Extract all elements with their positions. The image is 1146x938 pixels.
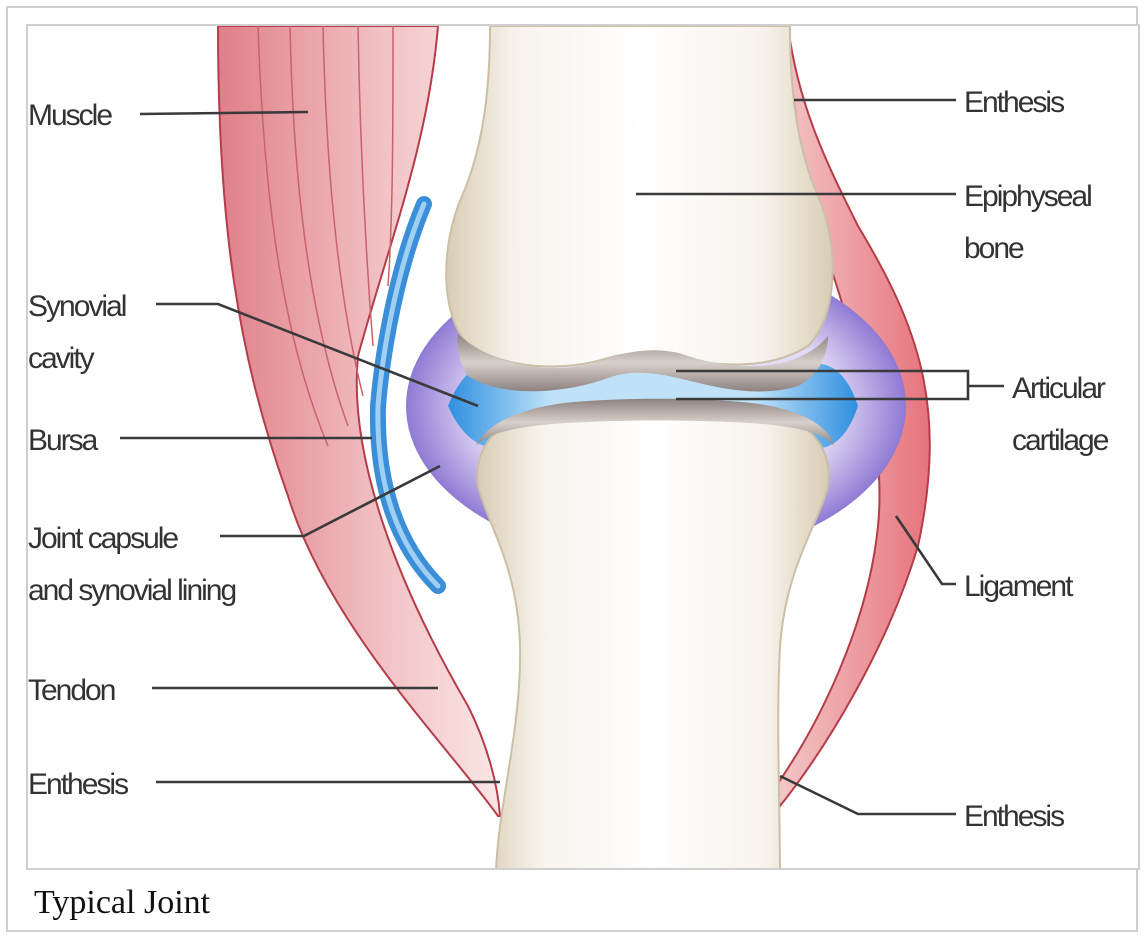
label-synovial-line2: cavity [28, 342, 95, 375]
label-enthesis-left: Enthesis [28, 768, 128, 801]
label-muscle: Muscle [28, 99, 112, 132]
label-epiphyseal-line2: bone [964, 232, 1024, 265]
upper-bone-shape [446, 26, 833, 366]
label-bursa: Bursa [28, 424, 99, 457]
figure-frame: Muscle Enthesis Epiphyseal bone Synovial… [6, 6, 1138, 932]
label-articular-line2: cartilage [1012, 424, 1109, 457]
label-capsule-line1: Joint capsule [28, 522, 178, 555]
label-tendon: Tendon [28, 674, 115, 707]
label-enthesis-bottom-right: Enthesis [964, 800, 1064, 833]
joint-diagram: Muscle Enthesis Epiphyseal bone Synovial… [26, 24, 1140, 870]
label-epiphyseal-line1: Epiphyseal [964, 180, 1091, 213]
label-articular-line1: Articular [1012, 372, 1106, 405]
figure-caption: Typical Joint [34, 884, 210, 922]
label-capsule-line2: and synovial lining [28, 574, 235, 607]
lower-bone-shape [477, 406, 828, 870]
label-synovial-line1: Synovial [28, 290, 126, 323]
label-ligament: Ligament [964, 570, 1074, 603]
label-enthesis-top-right: Enthesis [964, 86, 1064, 119]
joint-illustration: Muscle Enthesis Epiphyseal bone Synovial… [28, 26, 1140, 870]
leader-enthesis-bottom [780, 776, 956, 814]
